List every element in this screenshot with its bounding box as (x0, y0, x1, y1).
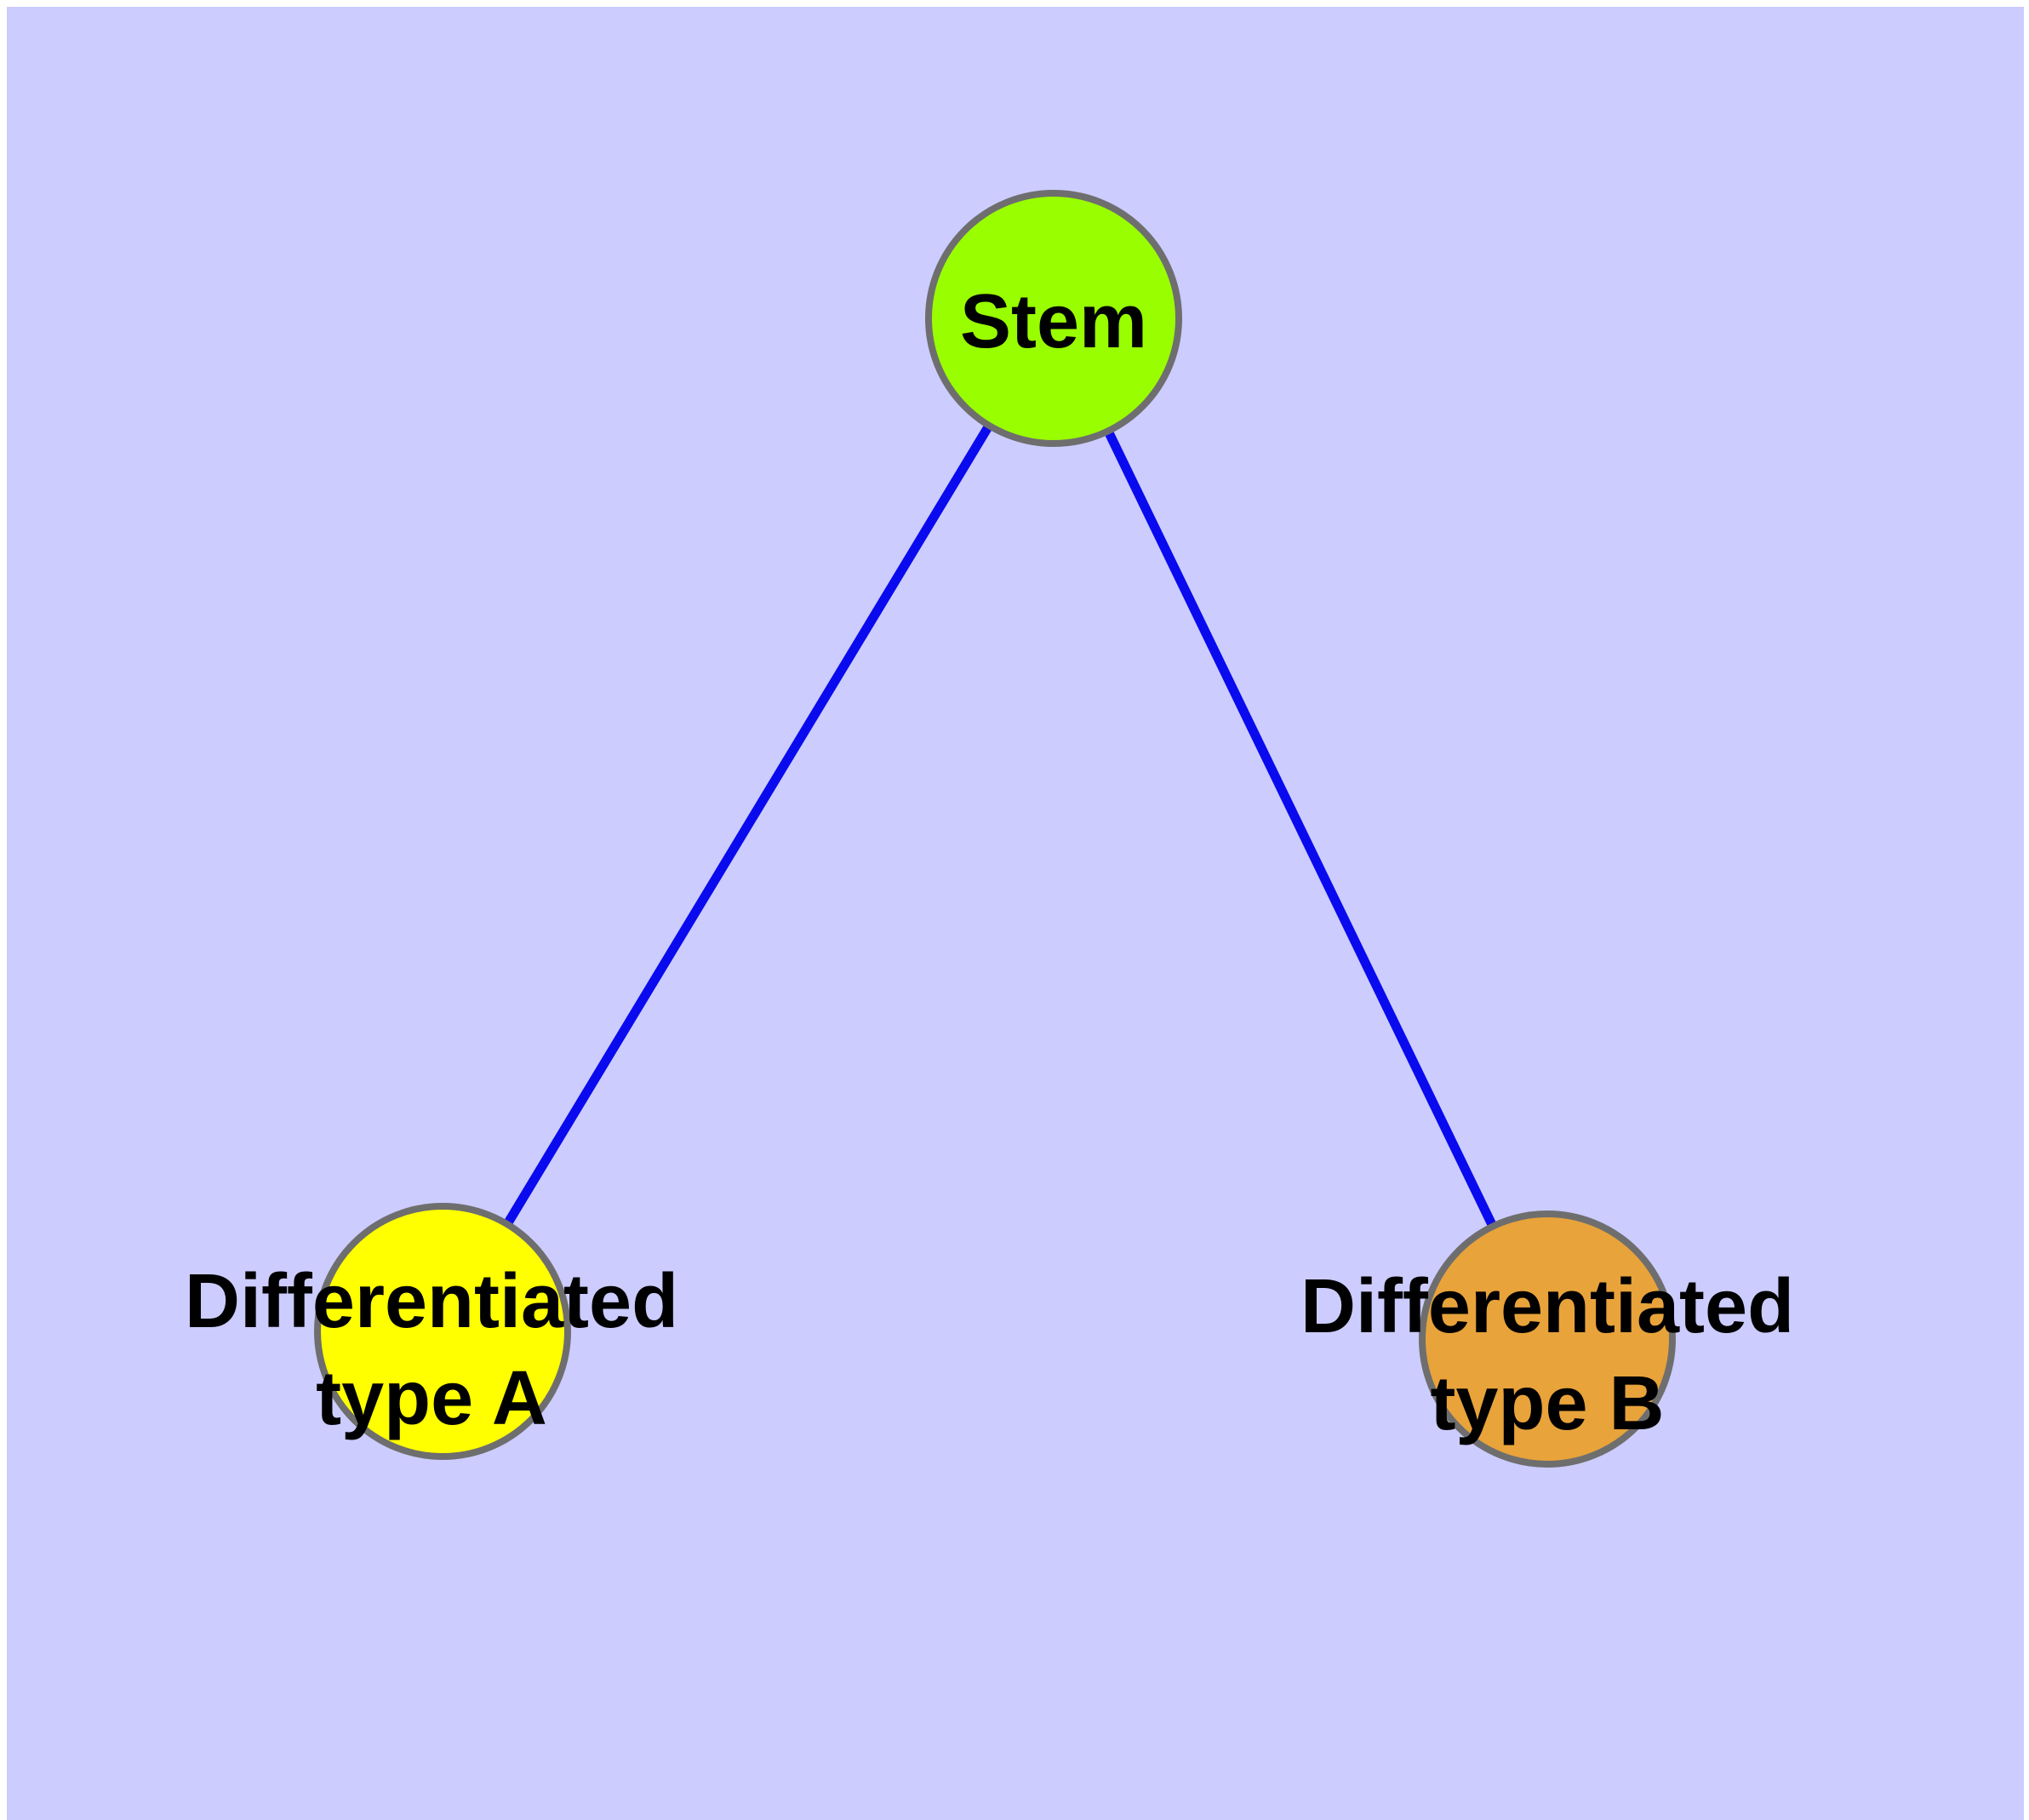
node-type-b-circle (1419, 1210, 1676, 1468)
node-type-a-circle (314, 1203, 571, 1460)
edge-stem-to-type-a (438, 316, 1058, 1334)
node-type-b-label-line1: Differentiated (1300, 1264, 1795, 1349)
node-stem-circle (925, 190, 1182, 447)
edge-stem-to-type-b (1049, 316, 1552, 1342)
node-stem-label: Stem (959, 279, 1148, 364)
node-type-b-label: Differentiated type B (1300, 1258, 1794, 1452)
node-type-a-label-line1: Differentiated (184, 1259, 679, 1344)
node-type-a-label: Differentiated type A (185, 1253, 678, 1447)
node-type-b-label-line2: type B (1430, 1361, 1665, 1446)
node-type-a-label-line2: type A (316, 1356, 547, 1441)
